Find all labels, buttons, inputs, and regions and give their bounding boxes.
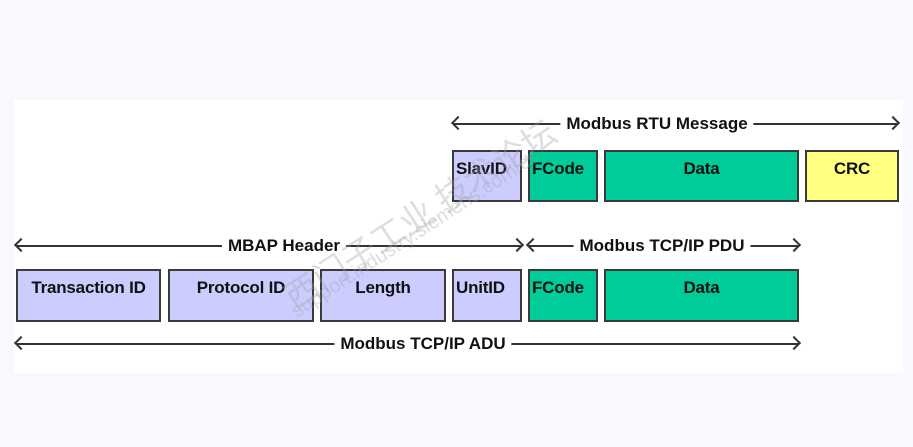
tcp-field-transaction-id: Transaction ID bbox=[16, 269, 161, 322]
rtu-field-crc: CRC bbox=[805, 150, 899, 202]
rtu-field-function-code: FCode bbox=[528, 150, 598, 202]
tcp-adu-span-arrow: Modbus TCP/IP ADU bbox=[13, 334, 802, 354]
diagram-panel bbox=[14, 100, 903, 373]
arrow-left-head-icon bbox=[450, 115, 466, 131]
tcp-field-length: Length bbox=[320, 269, 446, 322]
tcp-pdu-span-arrow: Modbus TCP/IP PDU bbox=[525, 236, 802, 256]
arrow-left-head-icon bbox=[525, 237, 541, 253]
arrow-left-head-icon bbox=[13, 237, 29, 253]
arrow-right-head-icon bbox=[786, 237, 802, 253]
tcp-pdu-label: Modbus TCP/IP PDU bbox=[573, 236, 751, 256]
rtu-message-span-arrow: Modbus RTU Message bbox=[450, 114, 901, 134]
rtu-field-slave-id: SlavID bbox=[452, 150, 522, 202]
tcp-field-protocol-id: Protocol ID bbox=[168, 269, 314, 322]
arrow-right-head-icon bbox=[786, 335, 802, 351]
tcp-field-function-code: FCode bbox=[528, 269, 598, 322]
rtu-message-label: Modbus RTU Message bbox=[560, 114, 754, 134]
rtu-field-data: Data bbox=[604, 150, 799, 202]
mbap-header-span-arrow: MBAP Header bbox=[13, 236, 525, 256]
tcp-field-data: Data bbox=[604, 269, 799, 322]
arrow-right-head-icon bbox=[885, 115, 901, 131]
arrow-left-head-icon bbox=[13, 335, 29, 351]
tcp-field-unit-id: UnitID bbox=[452, 269, 522, 322]
tcp-adu-label: Modbus TCP/IP ADU bbox=[334, 334, 512, 354]
mbap-header-label: MBAP Header bbox=[221, 236, 347, 256]
arrow-right-head-icon bbox=[509, 237, 525, 253]
